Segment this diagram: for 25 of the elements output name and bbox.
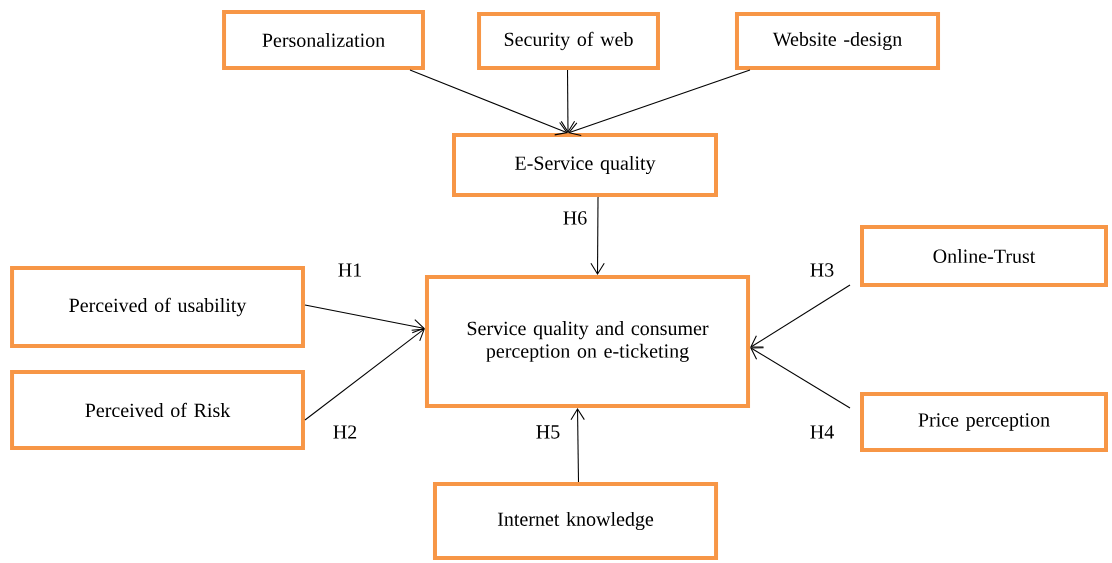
process-box: Personalization [222,10,425,70]
arrow [409,69,568,136]
process-box: Perceived of usability [10,266,305,348]
edge-label: H5 [534,424,562,440]
process-box: E-Service quality [452,133,718,197]
process-box: Perceived of Risk [10,370,305,450]
process-box: Price perception [860,392,1108,452]
arrow [560,69,576,133]
process-box: Internet knowledge [433,482,719,560]
arrow [570,408,585,483]
arrow [304,328,425,421]
arrow [750,347,851,409]
edge-label: H4 [808,424,836,440]
arrow [568,69,751,136]
edge-label: H3 [808,261,836,279]
edge-label: H2 [331,424,359,440]
process-box: Service quality and consumer perception on e-ticketing [425,274,751,409]
arrow [304,304,425,334]
edge-label: H1 [336,262,364,278]
arrow [590,196,605,275]
edge-label: H6 [561,209,589,227]
arrow [750,284,851,348]
process-box: Online-Trust [860,225,1108,287]
process-box: Website -design [735,12,941,70]
process-box: Security of web [477,12,660,70]
